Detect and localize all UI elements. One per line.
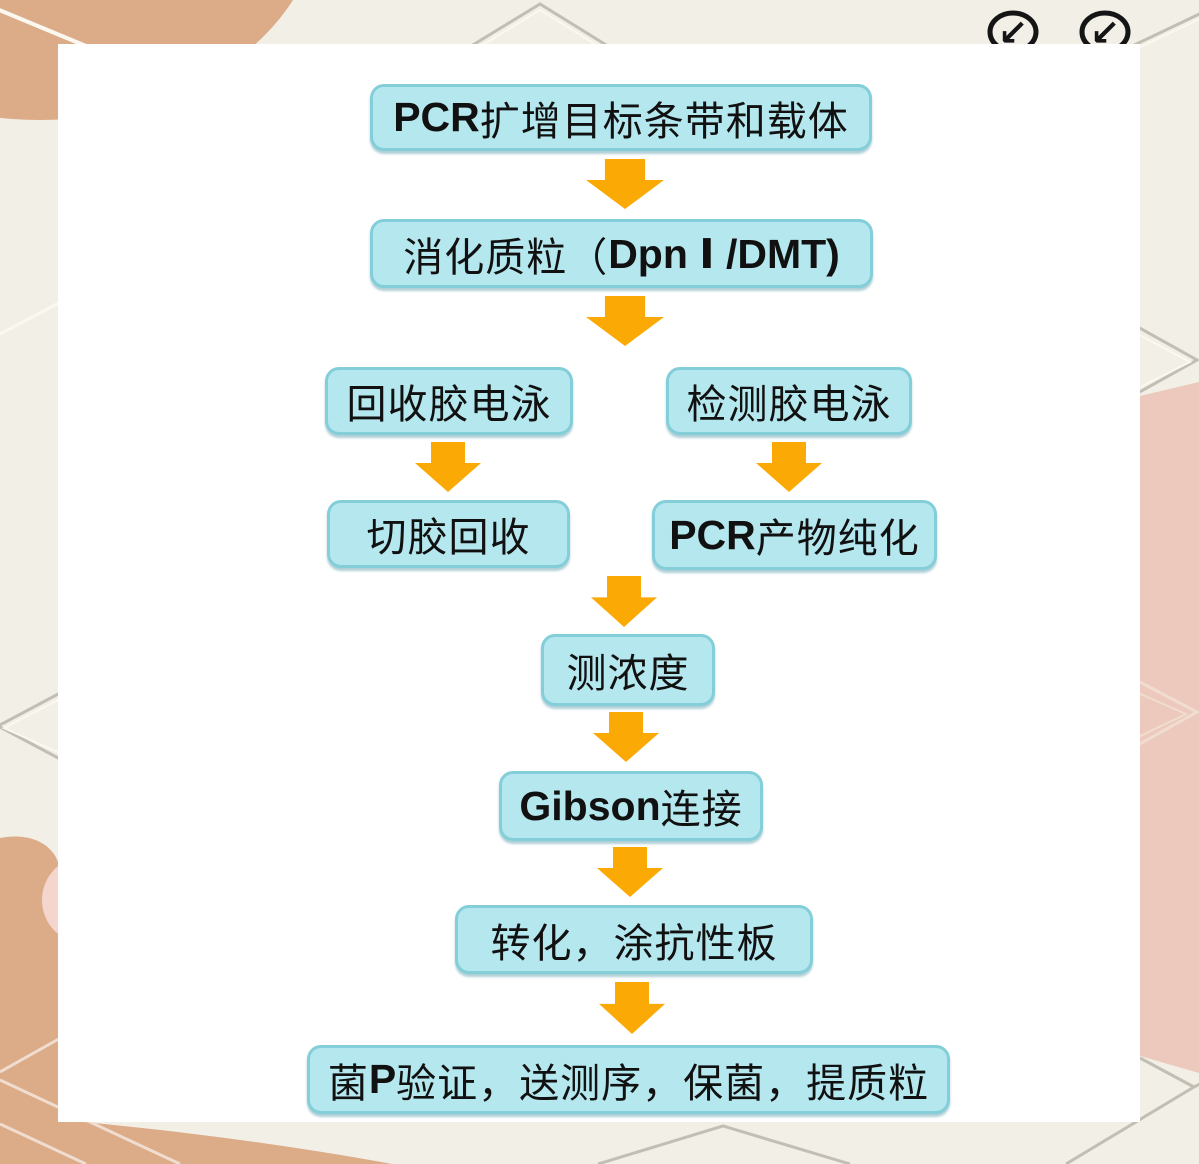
node-text-bold: P	[368, 1056, 397, 1102]
node-text: 产物纯化	[755, 516, 920, 561]
node-text: 测浓度	[566, 651, 690, 696]
top-right-diagonal-highlight	[1127, 18, 1199, 54]
right-upper-chevron-highlight	[1135, 332, 1193, 390]
flow-node-measure: 测浓度	[541, 634, 715, 706]
node-text-bold: PCR	[393, 94, 480, 140]
node-text-bold: Dpn Ⅰ /DMT)	[608, 230, 840, 277]
bottom-center-chevron	[597, 1124, 851, 1164]
left-middle-chevron	[0, 690, 63, 762]
flow-node-detect-gel: 检测胶电泳	[666, 367, 912, 435]
node-text-bold: Gibson	[519, 782, 661, 829]
top-right-diagonal-line	[1127, 12, 1199, 50]
right-pink-chevron-inner	[1135, 691, 1189, 739]
down-arrow-icon	[415, 442, 481, 492]
node-text: 连接	[660, 787, 743, 832]
down-arrow-icon	[756, 442, 822, 492]
right-upper-chevron	[1135, 324, 1199, 396]
flow-node-recovery-gel: 回收胶电泳	[325, 367, 573, 435]
node-text: 检测胶电泳	[686, 382, 892, 427]
node-text: 回收胶电泳	[346, 382, 552, 427]
bottom-left-line-2	[0, 1078, 181, 1164]
bottom-left-blob	[0, 836, 392, 1164]
flow-node-transform: 转化，涂抗性板	[455, 905, 813, 974]
down-arrow-icon	[597, 847, 663, 897]
down-arrow-icon	[591, 576, 657, 627]
node-text: 切胶回收	[366, 515, 531, 560]
bottom-left-line-1	[0, 1034, 65, 1074]
node-text: 菌	[327, 1060, 369, 1106]
down-arrow-icon	[586, 159, 664, 209]
node-text: 验证，送测序，保菌，提质粒	[396, 1060, 930, 1106]
node-text: 消化质粒（	[403, 234, 609, 280]
node-text: 扩增目标条带和载体	[479, 98, 849, 144]
flow-node-digest: 消化质粒（Dpn Ⅰ /DMT)	[370, 219, 873, 288]
bottom-left-line-3	[0, 1122, 87, 1164]
down-arrow-icon	[586, 296, 664, 346]
node-text: 转化，涂抗性板	[490, 920, 778, 966]
right-pink-chevron	[1135, 678, 1199, 748]
flow-node-gel-extract: 切胶回收	[327, 500, 570, 568]
left-middle-chevron-highlight	[1, 697, 63, 755]
node-text-bold: PCR	[669, 511, 756, 558]
down-arrow-icon	[599, 982, 665, 1034]
down-arrow-icon	[593, 712, 659, 762]
